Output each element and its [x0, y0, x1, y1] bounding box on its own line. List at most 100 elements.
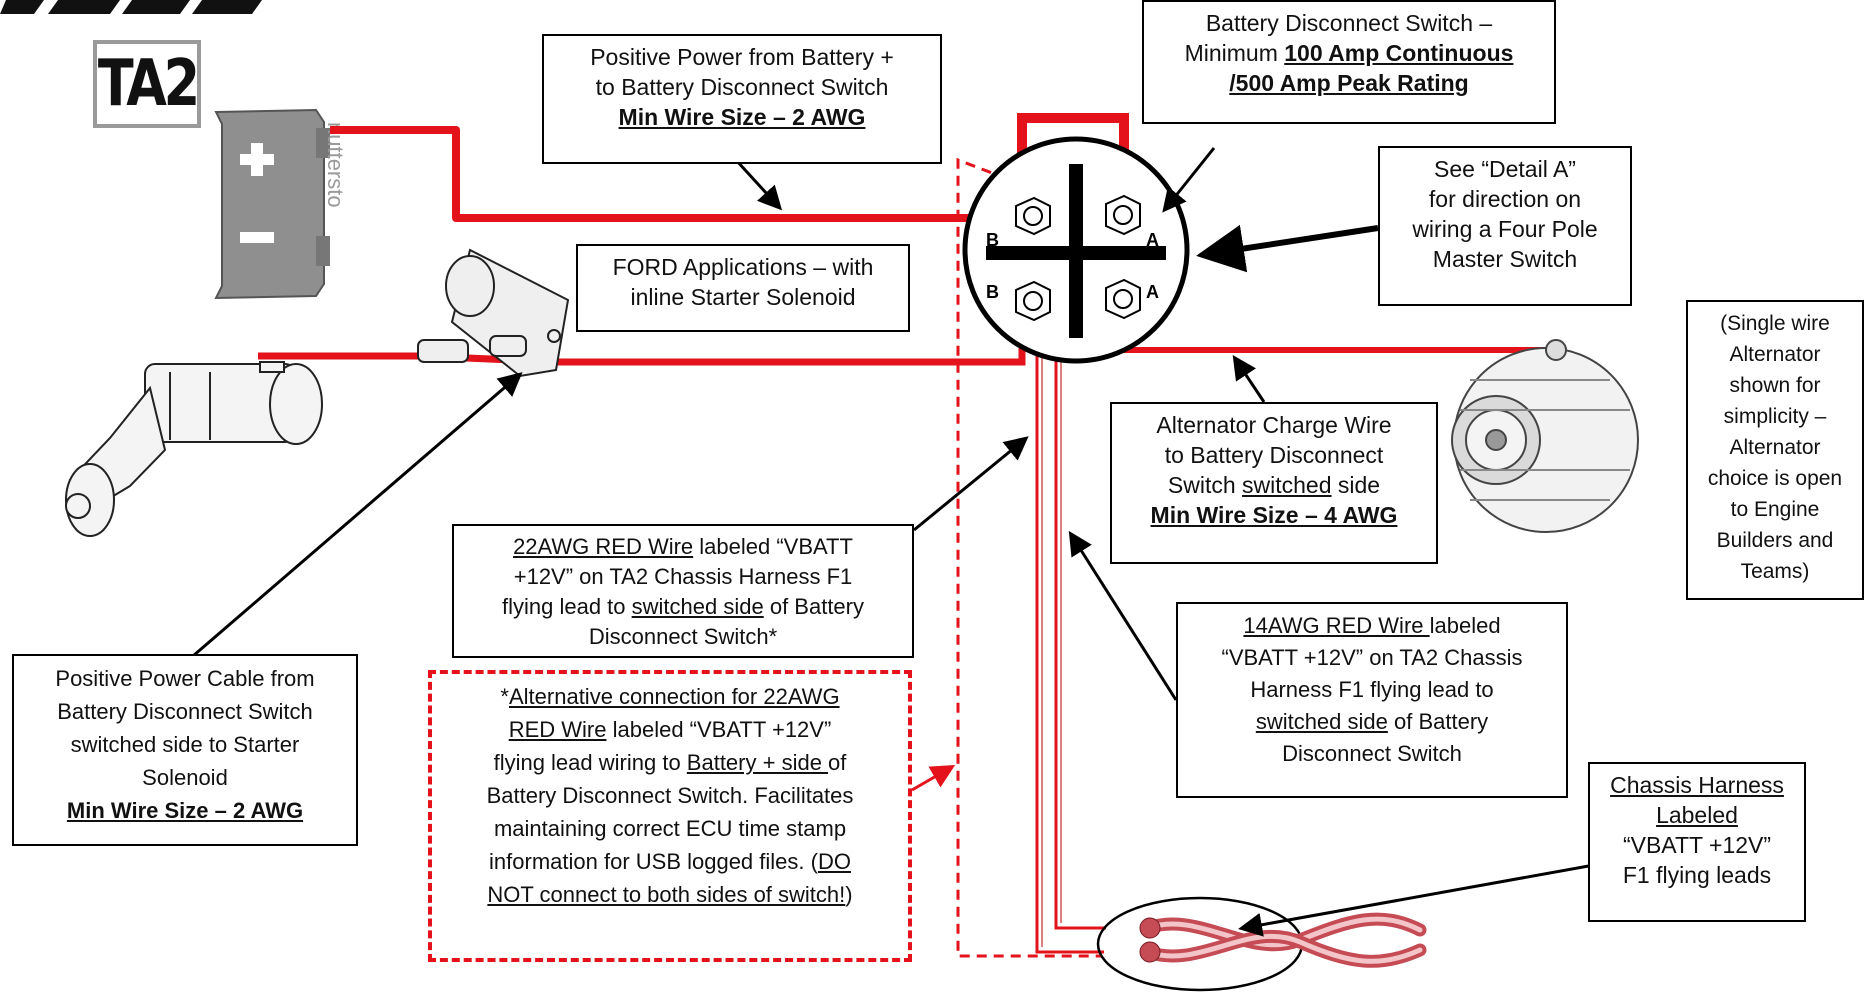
callout-alternator-charge: Alternator Charge Wire to Battery Discon… — [1110, 402, 1438, 564]
callout-detail-a: See “Detail A” for direction on wiring a… — [1378, 146, 1632, 306]
arrow-alt-charge — [1232, 355, 1266, 403]
callout-line: Harness F1 flying lead to — [1250, 677, 1494, 702]
callout-line: Battery Disconnect Switch – — [1205, 10, 1493, 36]
arrow-switch-rating — [1162, 147, 1216, 213]
callout-line: Battery Disconnect Switch. Facilitates — [486, 783, 854, 808]
callout-line: labeled “VBATT — [693, 534, 853, 559]
callout-line: NOT connect to both sides of switch! — [487, 882, 846, 907]
alternate-dashed-wire — [956, 157, 1102, 958]
callout-line: DO — [817, 849, 851, 874]
callout-line: to Battery Disconnect Switch — [595, 74, 889, 100]
callout-line: wiring a Four Pole — [1412, 216, 1598, 242]
svg-text:nuttersto: nuttersto — [323, 122, 348, 208]
callout-line: Alternator — [1729, 436, 1821, 459]
callout-line: switched side — [631, 594, 764, 619]
callout-line: Master Switch — [1432, 246, 1578, 272]
callout-line: 100 Amp Continuous — [1284, 40, 1514, 66]
ta2-logo-text: TA2 — [97, 47, 199, 121]
callout-line: Switch — [1167, 472, 1243, 498]
callout-line: Min Wire Size – 2 AWG — [66, 798, 304, 823]
arrow-detail-a — [1196, 224, 1379, 273]
callout-line: RED Wire — [508, 717, 607, 742]
arrow-alternative — [911, 764, 956, 792]
callout-alternator-note: (Single wire Alternator shown for simpli… — [1686, 300, 1864, 600]
arrow-22awg — [913, 436, 1029, 532]
pole-label-b-bottom: B — [986, 282, 999, 302]
callout-line: Battery Disconnect Switch — [57, 699, 313, 724]
callout-line: Teams) — [1740, 560, 1810, 583]
ta2-logo: TA2 — [93, 40, 201, 128]
twisted-wire-icon — [1096, 896, 1427, 992]
callout-line: simplicity – — [1723, 405, 1827, 428]
callout-line: 14AWG RED Wire — [1243, 613, 1430, 638]
brand-logo-fragment — [0, 0, 262, 14]
callout-line: Battery + side — [686, 750, 829, 775]
callout-line: Alternator Charge Wire — [1156, 412, 1392, 438]
callout-line: labeled — [1429, 613, 1501, 638]
callout-line: Min Wire Size – 2 AWG — [618, 104, 866, 130]
harness-wire-22awg — [1054, 300, 1106, 930]
arrow-positive-cable — [185, 372, 523, 664]
callout-line: F1 flying leads — [1622, 862, 1772, 888]
callout-chassis-harness: Chassis Harness Labeled “VBATT +12V” F1 … — [1588, 762, 1806, 922]
callout-line: switched — [1242, 472, 1332, 498]
battery-positive-cable — [330, 126, 985, 222]
callout-line: +12V” on TA2 Chassis Harness F1 — [513, 564, 853, 589]
battery-icon: nuttersto — [214, 108, 348, 300]
callout-line: FORD Applications – with — [612, 254, 874, 280]
callout-line: flying lead wiring to — [493, 750, 687, 775]
callout-line: to Battery Disconnect — [1164, 442, 1384, 468]
callout-line: Chassis Harness — [1610, 772, 1784, 798]
arrow-14awg — [1068, 530, 1178, 701]
callout-line: Labeled — [1656, 802, 1738, 828]
harness-wire-14awg — [1035, 300, 1104, 954]
arrow-chassis-harness — [1238, 858, 1623, 937]
callout-22awg-wire: 22AWG RED Wire labeled “VBATT +12V” on T… — [452, 524, 914, 658]
callout-line: labeled “VBATT +12V” — [606, 717, 832, 742]
callout-line: Alternator — [1729, 343, 1821, 366]
callout-positive-power: Positive Power from Battery + to Battery… — [542, 34, 942, 164]
callout-line: Min Wire Size – 4 AWG — [1150, 502, 1398, 528]
callout-line: information for USB logged files. ( — [489, 849, 818, 874]
callout-line: switched side — [1255, 709, 1388, 734]
callout-alternative-connection: *Alternative connection for 22AWG RED Wi… — [428, 670, 912, 962]
pole-label-a-bottom: A — [1146, 282, 1159, 302]
arrow-positive-power — [734, 158, 783, 211]
callout-line: Minimum — [1184, 40, 1285, 66]
callout-line: See “Detail A” — [1434, 156, 1576, 182]
battery-disconnect-switch — [962, 136, 1190, 364]
callout-line: switched side to Starter — [70, 732, 300, 757]
callout-line: (Single wire — [1720, 312, 1830, 335]
callout-line: shown for — [1729, 374, 1821, 397]
starter-solenoid-icon — [417, 248, 570, 378]
callout-line: for direction on — [1428, 186, 1582, 212]
callout-line: Disconnect Switch* — [588, 624, 778, 649]
callout-line: Solenoid — [142, 765, 228, 790]
callout-line: Positive Power from Battery + — [590, 44, 894, 70]
callout-line: * — [500, 684, 509, 709]
pole-label-a-top: A — [1146, 230, 1159, 250]
callout-line: to Engine — [1730, 498, 1820, 521]
starter-motor-icon — [65, 361, 323, 537]
callout-line: Alternative connection for 22AWG — [508, 684, 840, 709]
pole-label-b-top: B — [986, 230, 999, 250]
callout-line: “VBATT +12V” — [1622, 832, 1772, 858]
terminal-b-bottom — [1015, 280, 1051, 322]
callout-line: 22AWG RED Wire — [513, 534, 694, 559]
alternator-icon — [1451, 339, 1639, 533]
callout-line: of — [828, 750, 847, 775]
callout-line: Positive Power Cable from — [55, 666, 315, 691]
callout-14awg-wire: 14AWG RED Wire labeled “VBATT +12V” on T… — [1176, 602, 1568, 798]
callout-line: Disconnect Switch — [1282, 741, 1462, 766]
alternator-cable — [1121, 304, 1556, 353]
callout-switch-rating: Battery Disconnect Switch – Minimum 100 … — [1142, 0, 1556, 124]
callout-ford: FORD Applications – with inline Starter … — [576, 244, 910, 332]
terminal-a-top — [1105, 194, 1141, 236]
callout-line: side — [1331, 472, 1381, 498]
callout-line: /500 Amp Peak Rating — [1229, 70, 1469, 96]
terminal-a-bottom — [1105, 278, 1141, 320]
callout-line: inline Starter Solenoid — [630, 284, 856, 310]
callout-line: choice is open — [1707, 467, 1843, 490]
callout-line: flying lead to — [502, 594, 632, 619]
